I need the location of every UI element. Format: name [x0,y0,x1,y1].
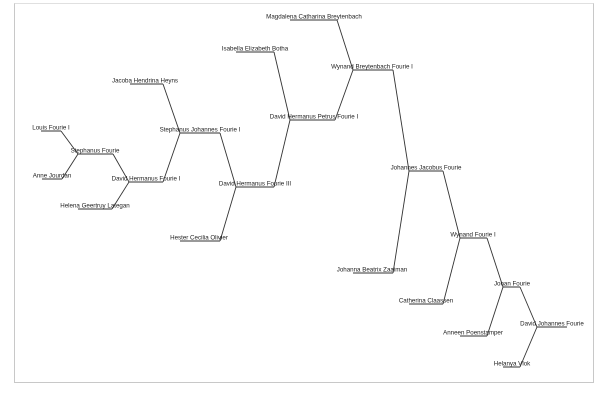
person-node-jjf[interactable]: Johannes Jacobus Fourie [390,164,462,172]
edge-djf-helanya [519,326,538,368]
person-node-djf[interactable]: David Johannes Fourie [520,320,584,328]
edge-stephanus-anne [61,153,79,180]
person-node-jacoba[interactable]: Jacoba Hendrina Heyns [111,77,179,85]
edge-dhpf1-isabella [273,51,291,121]
person-node-magdalena[interactable]: Magdalena Catharina Breytenbach [266,13,362,21]
edge-djf-johan [519,286,538,328]
edge-dhf1-stephanus [112,153,130,183]
person-node-anneen[interactable]: Anneen Poenstamper [443,329,503,337]
person-node-stephanus[interactable]: Stephanus Fourie [70,147,120,155]
diagram-frame [14,3,594,383]
edge-sjf1-jacoba [162,83,181,134]
edge-sjf1-dhf1 [162,132,181,183]
person-node-wf1[interactable]: Wynand Fourie I [450,231,496,239]
person-node-johan[interactable]: Johan Fourie [493,280,531,288]
edge-dhf1-helena [111,181,130,210]
person-node-hester[interactable]: Hester Cecilia Olivier [170,234,228,242]
person-node-helanya[interactable]: Helanya Vlok [493,360,531,368]
edge-johan-wf1 [486,237,504,288]
edge-wf1-catherina [442,237,461,305]
person-node-isabella[interactable]: Isabella Elizabeth Botha [221,45,289,53]
edge-wbf1-dhpf1 [334,69,354,121]
person-node-sjf1[interactable]: Stephanus Johannes Fourie I [159,126,241,134]
edge-wf1-jjf [442,170,461,239]
edge-johan-anneen [486,286,504,337]
person-node-johanna[interactable]: Johanna Beatrix Zaaiman [336,266,408,274]
person-node-dhf1[interactable]: David Hermanus Fourie I [111,175,181,183]
edge-stephanus-louis [60,130,79,155]
person-node-dhpf1[interactable]: David Hermanus Petrus Fourie I [269,113,359,121]
person-node-louis[interactable]: Louis Fourie I [32,124,70,132]
edge-jjf-wbf1 [392,69,410,172]
edge-dhf3-hester [219,186,237,242]
person-node-wbf1[interactable]: Wynand Breytenbach Fourie I [331,63,413,71]
person-node-dhf3[interactable]: David Hermanus Fourie III [218,180,292,188]
person-node-catherina[interactable]: Catherina Claassen [398,297,454,305]
edge-wbf1-magdalena [336,19,354,71]
edge-dhf3-sjf1 [219,132,237,188]
person-node-anne[interactable]: Anne Jourdan [32,172,72,180]
edge-dhpf1-dhf3 [273,119,291,188]
person-node-helena[interactable]: Helena Geertruy Lategan [60,202,130,210]
edge-jjf-johanna [392,170,410,274]
